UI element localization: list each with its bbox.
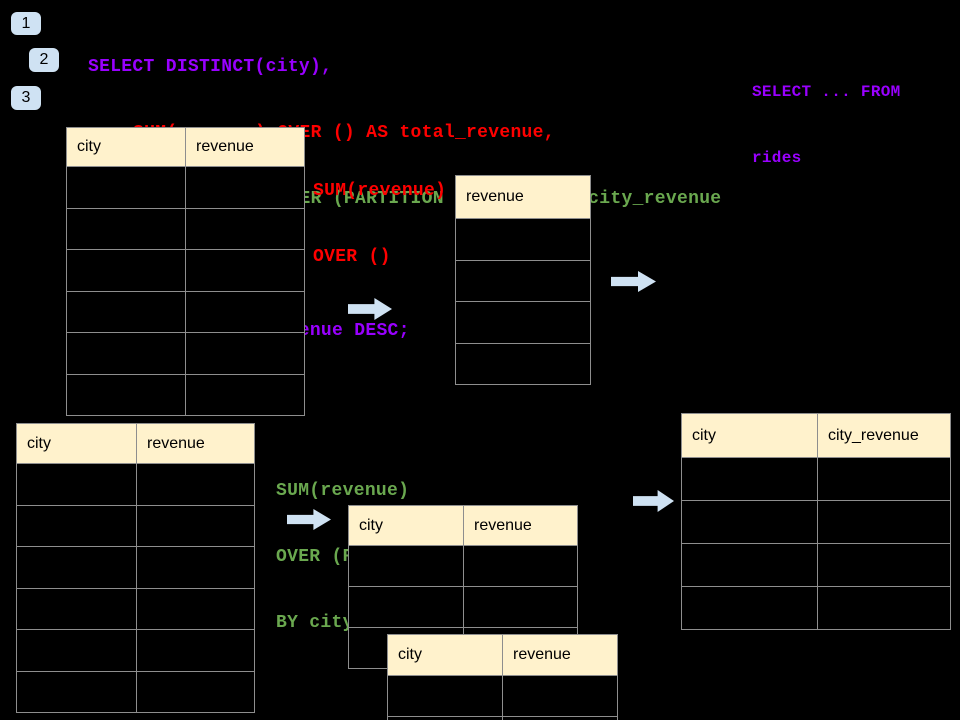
partition-overlay-table: city revenue [387,634,618,720]
from-clause-note-line2: rides [752,149,802,167]
table-cell-empty [137,671,254,712]
table-cell-empty [818,501,950,543]
table-cell-empty [464,587,577,627]
table-cell-empty [67,291,185,332]
table-cell-empty [17,547,136,588]
table-cell-empty [349,546,463,586]
table-cell-empty [186,250,304,291]
column-header-city: city [682,414,817,457]
step-badge-1: 1 [11,12,41,35]
table-cell-empty [186,333,304,374]
table-cell-empty [186,374,304,415]
table-cell-empty [682,501,817,543]
column-header-city-revenue: city_revenue [818,414,950,457]
column-header-city: city [17,424,136,463]
table-cell-empty [67,250,185,291]
source-table-bottom: city revenue [16,423,255,713]
right-arrow-icon [633,490,674,512]
table-cell-empty [456,260,590,301]
partition-note-line1: SUM(revenue) [276,481,410,501]
table-cell-empty [503,676,617,716]
table-cell-empty [17,671,136,712]
step-badge-3: 3 [11,86,41,110]
table-cell-empty [682,587,817,629]
table-cell-empty [456,343,590,384]
table-cell-empty [503,717,617,720]
table-cell-empty [464,546,577,586]
table-cell-empty [17,505,136,546]
total-result-table: revenue [455,175,591,385]
source-table-top: city revenue [66,127,305,416]
from-clause-note-line1: SELECT ... FROM [752,83,901,101]
table-cell-empty [137,464,254,505]
table-cell-empty [186,208,304,249]
table-cell-empty [388,676,502,716]
column-header-revenue: revenue [503,635,617,675]
total-revenue-note-line1: SUM(revenue) [313,181,447,201]
column-header-revenue: revenue [137,424,254,463]
table-cell-empty [818,458,950,500]
sql-line-select: SELECT DISTINCT(city), [88,57,333,77]
table-cell-empty [67,167,185,208]
table-cell-empty [137,630,254,671]
table-cell-empty [186,167,304,208]
from-clause-note: SELECT ... FROM rides [752,37,901,213]
column-header-revenue: revenue [456,176,590,218]
column-header-city: city [349,506,463,545]
table-cell-empty [456,219,590,260]
column-header-city: city [388,635,502,675]
final-result-table: city city_revenue [681,413,951,630]
table-cell-empty [17,464,136,505]
table-cell-empty [818,587,950,629]
table-cell-empty [67,374,185,415]
table-cell-empty [456,302,590,343]
column-header-city: city [67,128,185,166]
table-cell-empty [186,291,304,332]
table-cell-empty [137,505,254,546]
table-cell-empty [137,547,254,588]
table-cell-empty [682,544,817,586]
table-cell-empty [67,333,185,374]
column-header-revenue: revenue [464,506,577,545]
table-cell-empty [349,587,463,627]
table-cell-empty [818,544,950,586]
table-cell-empty [388,717,502,720]
table-cell-empty [17,588,136,629]
total-revenue-note-line2: OVER () [313,247,391,267]
step-badge-2: 2 [29,48,59,72]
table-cell-empty [17,630,136,671]
table-cell-empty [67,208,185,249]
table-cell-empty [137,588,254,629]
total-revenue-note: SUM(revenue) OVER () [313,136,446,312]
column-header-revenue: revenue [186,128,304,166]
table-cell-empty [682,458,817,500]
